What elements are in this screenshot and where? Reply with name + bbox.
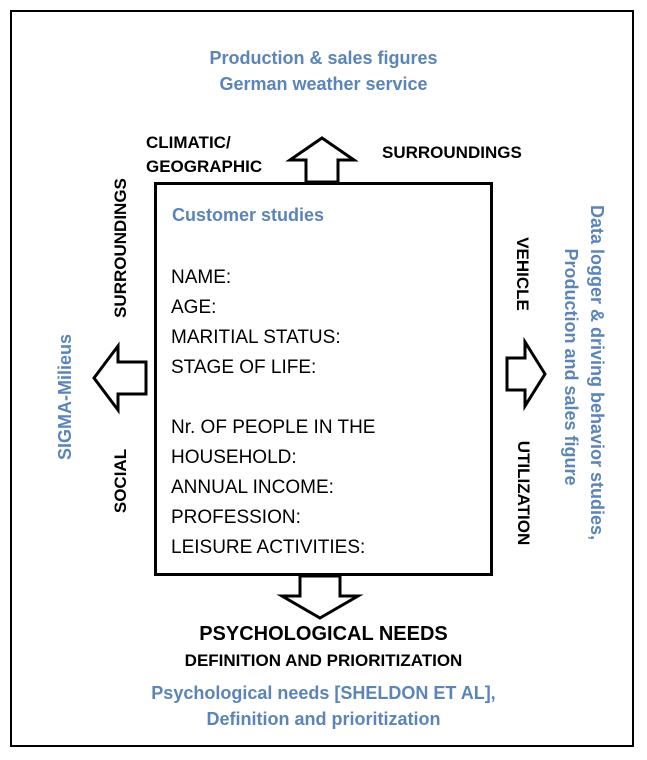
- field-age: AGE:: [171, 297, 217, 318]
- left-arrow-icon: [92, 341, 148, 415]
- customer-fields-list: NAME: AGE: MARITIAL STATUS: STAGE OF LIF…: [171, 263, 375, 563]
- climatic-line: CLIMATIC/: [146, 133, 231, 152]
- sigma-milieus-label: SIGMA-Milieus: [55, 334, 75, 461]
- field-spacer: [171, 383, 375, 413]
- field-name: NAME:: [171, 267, 232, 288]
- field-people-household-1: Nr. OF PEOPLE IN THE: [171, 417, 376, 438]
- psychological-needs-title: PSYCHOLOGICAL NEEDS: [199, 623, 448, 645]
- surroundings-top-label: SURROUNDINGS: [382, 143, 522, 162]
- social-label: SOCIAL: [111, 448, 130, 514]
- psychological-needs-sources: Psychological needs [SHELDON ET AL], Def…: [0, 680, 647, 732]
- geographic-line: GEOGRAPHIC: [146, 157, 263, 176]
- outer-frame: [10, 10, 634, 747]
- up-arrow-icon: [285, 136, 359, 184]
- top-sources: Production & sales figures German weathe…: [0, 45, 647, 97]
- right-arrow-icon: [505, 336, 547, 412]
- source-data-logger: Data logger & driving behavior studies,: [587, 205, 607, 541]
- climatic-geographic-label: CLIMATIC/ GEOGRAPHIC: [146, 131, 262, 179]
- field-leisure-activities: LEISURE ACTIVITIES:: [171, 537, 366, 558]
- source-definition-prioritization: Definition and prioritization: [206, 709, 441, 729]
- vehicle-label: VEHICLE: [513, 237, 532, 311]
- source-production-sales: Production & sales figures: [209, 48, 438, 68]
- psychological-needs-subtitle: DEFINITION AND PRIORITIZATION: [184, 651, 463, 670]
- right-sources: Data logger & driving behavior studies, …: [558, 205, 610, 541]
- field-marital-status: MARITIAL STATUS:: [171, 327, 341, 348]
- customer-studies-box: Customer studies NAME: AGE: MARITIAL STA…: [154, 182, 493, 576]
- field-annual-income: ANNUAL INCOME:: [171, 477, 334, 498]
- surroundings-left-label: SURROUNDINGS: [111, 178, 130, 318]
- field-profession: PROFESSION:: [171, 507, 301, 528]
- source-production-sales-figure: Production and sales figure: [561, 248, 581, 486]
- utilization-label: UTILIZATION: [514, 440, 533, 546]
- down-arrow-icon: [276, 574, 364, 620]
- source-weather-service: German weather service: [219, 74, 428, 94]
- field-stage-of-life: STAGE OF LIFE:: [171, 357, 317, 378]
- customer-studies-title: Customer studies: [172, 205, 325, 225]
- field-people-household-2: HOUSEHOLD:: [171, 447, 297, 468]
- source-sheldon: Psychological needs [SHELDON ET AL],: [151, 683, 496, 703]
